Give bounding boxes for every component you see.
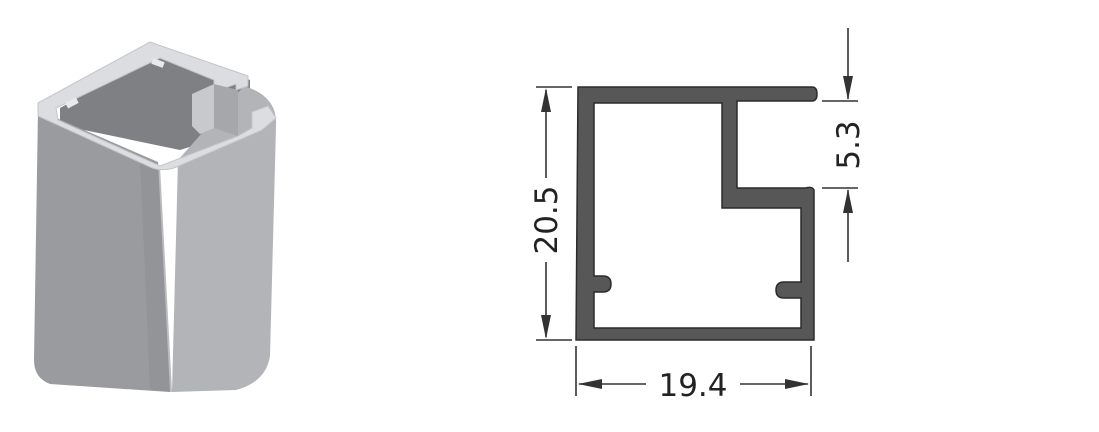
extrusion-tab-left: [65, 97, 79, 109]
extrusion-slot-edge: [214, 84, 238, 136]
extrusion-side-face: [172, 86, 277, 392]
slot-label: 5.3: [831, 120, 867, 169]
arrow-slot-up: [843, 189, 853, 213]
profile-outline: [575, 86, 818, 341]
dimension-height: [536, 86, 572, 341]
dimension-width: [575, 346, 812, 396]
width-label: 19.4: [658, 368, 727, 404]
extrusion-tab-top: [151, 58, 165, 68]
arrow-slot-down: [843, 76, 853, 100]
extrusion-top-rim: [37, 41, 277, 171]
arrow-left: [578, 379, 602, 389]
arrow-right: [785, 379, 809, 389]
height-label: 20.5: [529, 185, 565, 254]
arrow-up: [541, 88, 551, 112]
extrusion-slot-detail: [192, 84, 214, 134]
arrow-down: [541, 315, 551, 339]
dimension-slot: [822, 28, 858, 262]
extrusion-front-shade: [140, 158, 172, 392]
extrusion-3d-render: [34, 41, 277, 392]
profile-cross-section: [575, 86, 818, 341]
extrusion-front-face: [34, 110, 170, 392]
